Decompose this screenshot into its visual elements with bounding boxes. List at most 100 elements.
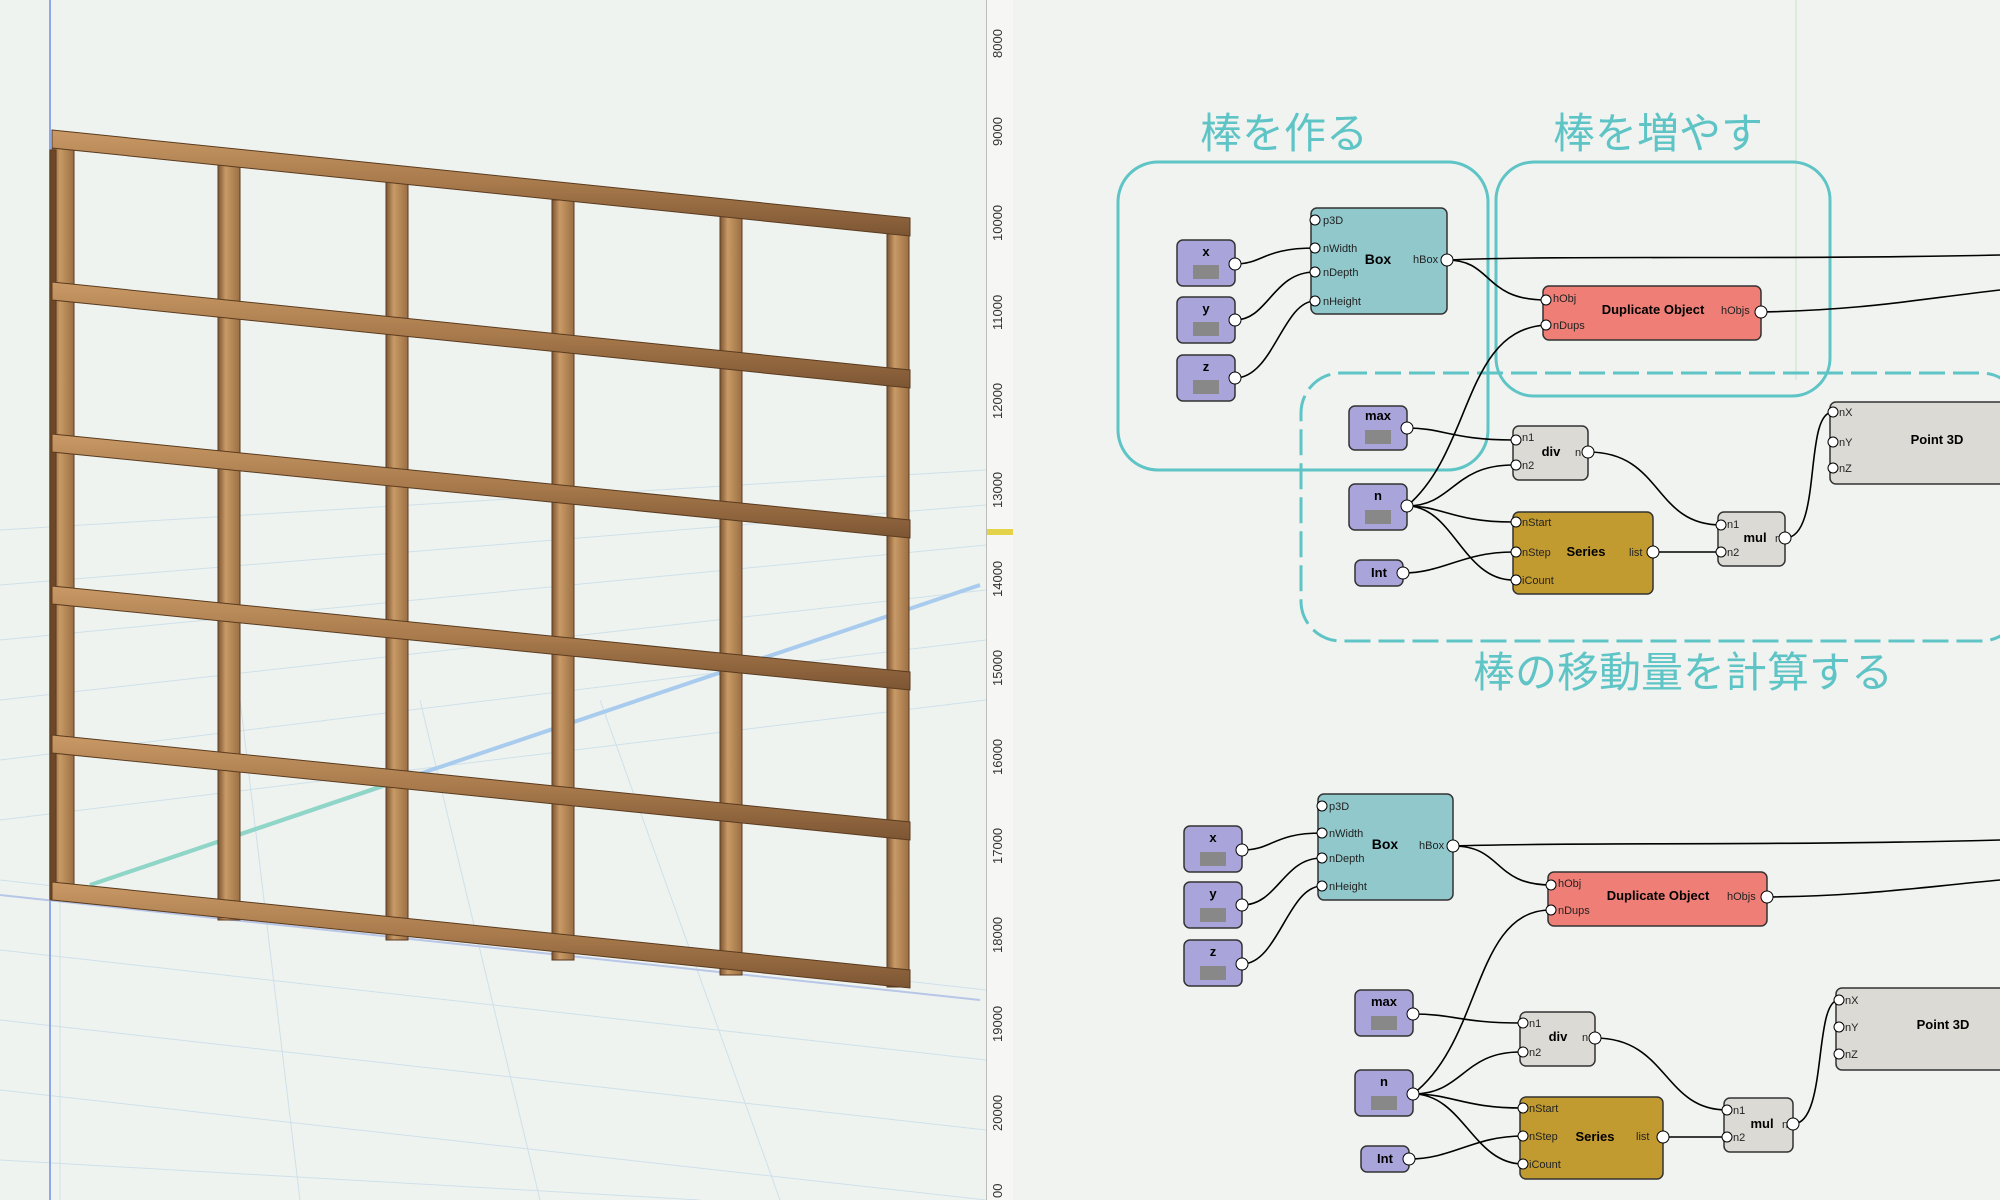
output-port[interactable]: [1228, 371, 1242, 385]
port-label: nDepth: [1323, 267, 1358, 279]
input-port[interactable]: [1517, 1046, 1529, 1058]
input-node-y-2[interactable]: y: [1183, 881, 1249, 929]
output-port[interactable]: [1656, 1130, 1670, 1144]
group-calc-move[interactable]: 棒の移動量を計算する: [1299, 371, 2000, 697]
input-port[interactable]: [1510, 516, 1522, 528]
input-port[interactable]: [1833, 1021, 1845, 1033]
vertical-ruler[interactable]: 8000 9000 10000 11000 12000 13000 14000 …: [986, 0, 1014, 1200]
point3d-node[interactable]: Point 3D nX nY nZ: [1827, 401, 2000, 485]
viewport-canvas[interactable]: [0, 0, 986, 1200]
input-port[interactable]: [1833, 1048, 1845, 1060]
point3d-node-2[interactable]: Point 3D nX nY nZ: [1833, 987, 2000, 1071]
input-port[interactable]: [1540, 294, 1552, 306]
output-port[interactable]: [1235, 843, 1249, 857]
graph-canvas[interactable]: 棒を作る 棒を増やす 棒の移動量を計算する: [1013, 0, 2000, 1200]
output-port[interactable]: [1235, 957, 1249, 971]
input-port[interactable]: [1721, 1104, 1733, 1116]
port-label: hObj: [1558, 878, 1581, 890]
box-node-2[interactable]: Box p3D nWidth nDepth nHeight hBox: [1316, 793, 1460, 901]
group-make-bar[interactable]: 棒を作る: [1116, 109, 1490, 472]
output-port[interactable]: [1760, 890, 1774, 904]
input-port[interactable]: [1510, 546, 1522, 558]
input-port[interactable]: [1545, 879, 1557, 891]
ruler-label: 9000: [990, 117, 1005, 146]
3d-viewport[interactable]: [0, 0, 986, 1200]
input-port[interactable]: [1510, 459, 1522, 471]
input-node-n-2[interactable]: n: [1354, 1069, 1420, 1117]
output-port[interactable]: [1400, 421, 1414, 435]
duplicate-object-node-2[interactable]: Duplicate Object hObj nDups hObjs: [1545, 871, 1774, 927]
input-port[interactable]: [1715, 519, 1727, 531]
input-port[interactable]: [1715, 546, 1727, 558]
input-port[interactable]: [1316, 827, 1328, 839]
port-label: n2: [1733, 1132, 1745, 1144]
input-port[interactable]: [1309, 266, 1321, 278]
input-node-y[interactable]: y: [1176, 296, 1242, 344]
input-node-max-2[interactable]: max: [1354, 989, 1420, 1037]
input-node-x[interactable]: x: [1176, 239, 1242, 287]
mul-node-2[interactable]: mul n1 n2 n: [1721, 1097, 1800, 1153]
lattice-model[interactable]: [49, 129, 911, 989]
input-port[interactable]: [1545, 904, 1557, 916]
output-port[interactable]: [1400, 499, 1414, 513]
node-title-x: x: [1209, 830, 1217, 845]
series-node[interactable]: Series nStart nStep iCount list: [1510, 511, 1660, 595]
input-port[interactable]: [1309, 242, 1321, 254]
input-port[interactable]: [1517, 1130, 1529, 1142]
input-node-z[interactable]: z: [1176, 354, 1242, 402]
output-port[interactable]: [1402, 1152, 1416, 1166]
output-port[interactable]: [1754, 305, 1768, 319]
duplicate-object-node[interactable]: Duplicate Object hObj nDups hObjs: [1540, 285, 1768, 341]
group-add-bar[interactable]: 棒を増やす: [1494, 109, 1832, 398]
div-node-2[interactable]: div n1 n2 n: [1517, 1011, 1602, 1067]
box-node[interactable]: Box p3D nWidth nDepth nHeight hBox: [1309, 207, 1454, 315]
input-port[interactable]: [1827, 406, 1839, 418]
input-port[interactable]: [1721, 1131, 1733, 1143]
input-port[interactable]: [1517, 1158, 1529, 1170]
input-node-int[interactable]: Int: [1354, 559, 1410, 587]
port-label: nDepth: [1329, 853, 1364, 865]
output-port[interactable]: [1588, 1031, 1602, 1045]
input-node-max[interactable]: max: [1348, 405, 1414, 451]
input-port[interactable]: [1309, 295, 1321, 307]
input-node-int-2[interactable]: Int: [1360, 1145, 1416, 1173]
input-port[interactable]: [1827, 436, 1839, 448]
output-port[interactable]: [1396, 566, 1410, 580]
input-port[interactable]: [1517, 1102, 1529, 1114]
input-node-z-2[interactable]: z: [1183, 939, 1249, 987]
series-node-2[interactable]: Series nStart nStep iCount list: [1517, 1096, 1670, 1180]
input-port[interactable]: [1540, 319, 1552, 331]
input-port[interactable]: [1316, 852, 1328, 864]
ruler-label: 8000: [990, 29, 1005, 58]
output-port[interactable]: [1406, 1007, 1420, 1021]
input-port[interactable]: [1309, 214, 1321, 226]
port-label: nX: [1845, 995, 1859, 1007]
input-port[interactable]: [1517, 1017, 1529, 1029]
node-graph-editor[interactable]: 棒を作る 棒を増やす 棒の移動量を計算する: [1013, 0, 2000, 1200]
node-title-z: z: [1210, 944, 1217, 959]
output-port[interactable]: [1228, 257, 1242, 271]
output-port[interactable]: [1228, 313, 1242, 327]
input-port[interactable]: [1510, 574, 1522, 586]
port-label: hObjs: [1721, 305, 1750, 317]
input-port[interactable]: [1316, 880, 1328, 892]
input-port[interactable]: [1827, 462, 1839, 474]
output-port[interactable]: [1786, 1117, 1800, 1131]
ground-grid: [0, 469, 986, 1200]
node-title-n: n: [1380, 1074, 1388, 1089]
output-port[interactable]: [1581, 445, 1595, 459]
output-port[interactable]: [1446, 839, 1460, 853]
input-port[interactable]: [1833, 994, 1845, 1006]
input-port[interactable]: [1510, 434, 1522, 446]
input-node-x-2[interactable]: x: [1183, 825, 1249, 873]
ruler-cursor-marker: [987, 529, 1013, 535]
input-node-n[interactable]: n: [1348, 483, 1414, 531]
output-port[interactable]: [1406, 1087, 1420, 1101]
output-port[interactable]: [1235, 898, 1249, 912]
output-port[interactable]: [1440, 253, 1454, 267]
output-port[interactable]: [1778, 531, 1792, 545]
input-port[interactable]: [1316, 800, 1328, 812]
div-node[interactable]: div n1 n2 n: [1510, 425, 1595, 481]
output-port[interactable]: [1646, 545, 1660, 559]
mul-node[interactable]: mul n1 n2 n: [1715, 511, 1792, 567]
